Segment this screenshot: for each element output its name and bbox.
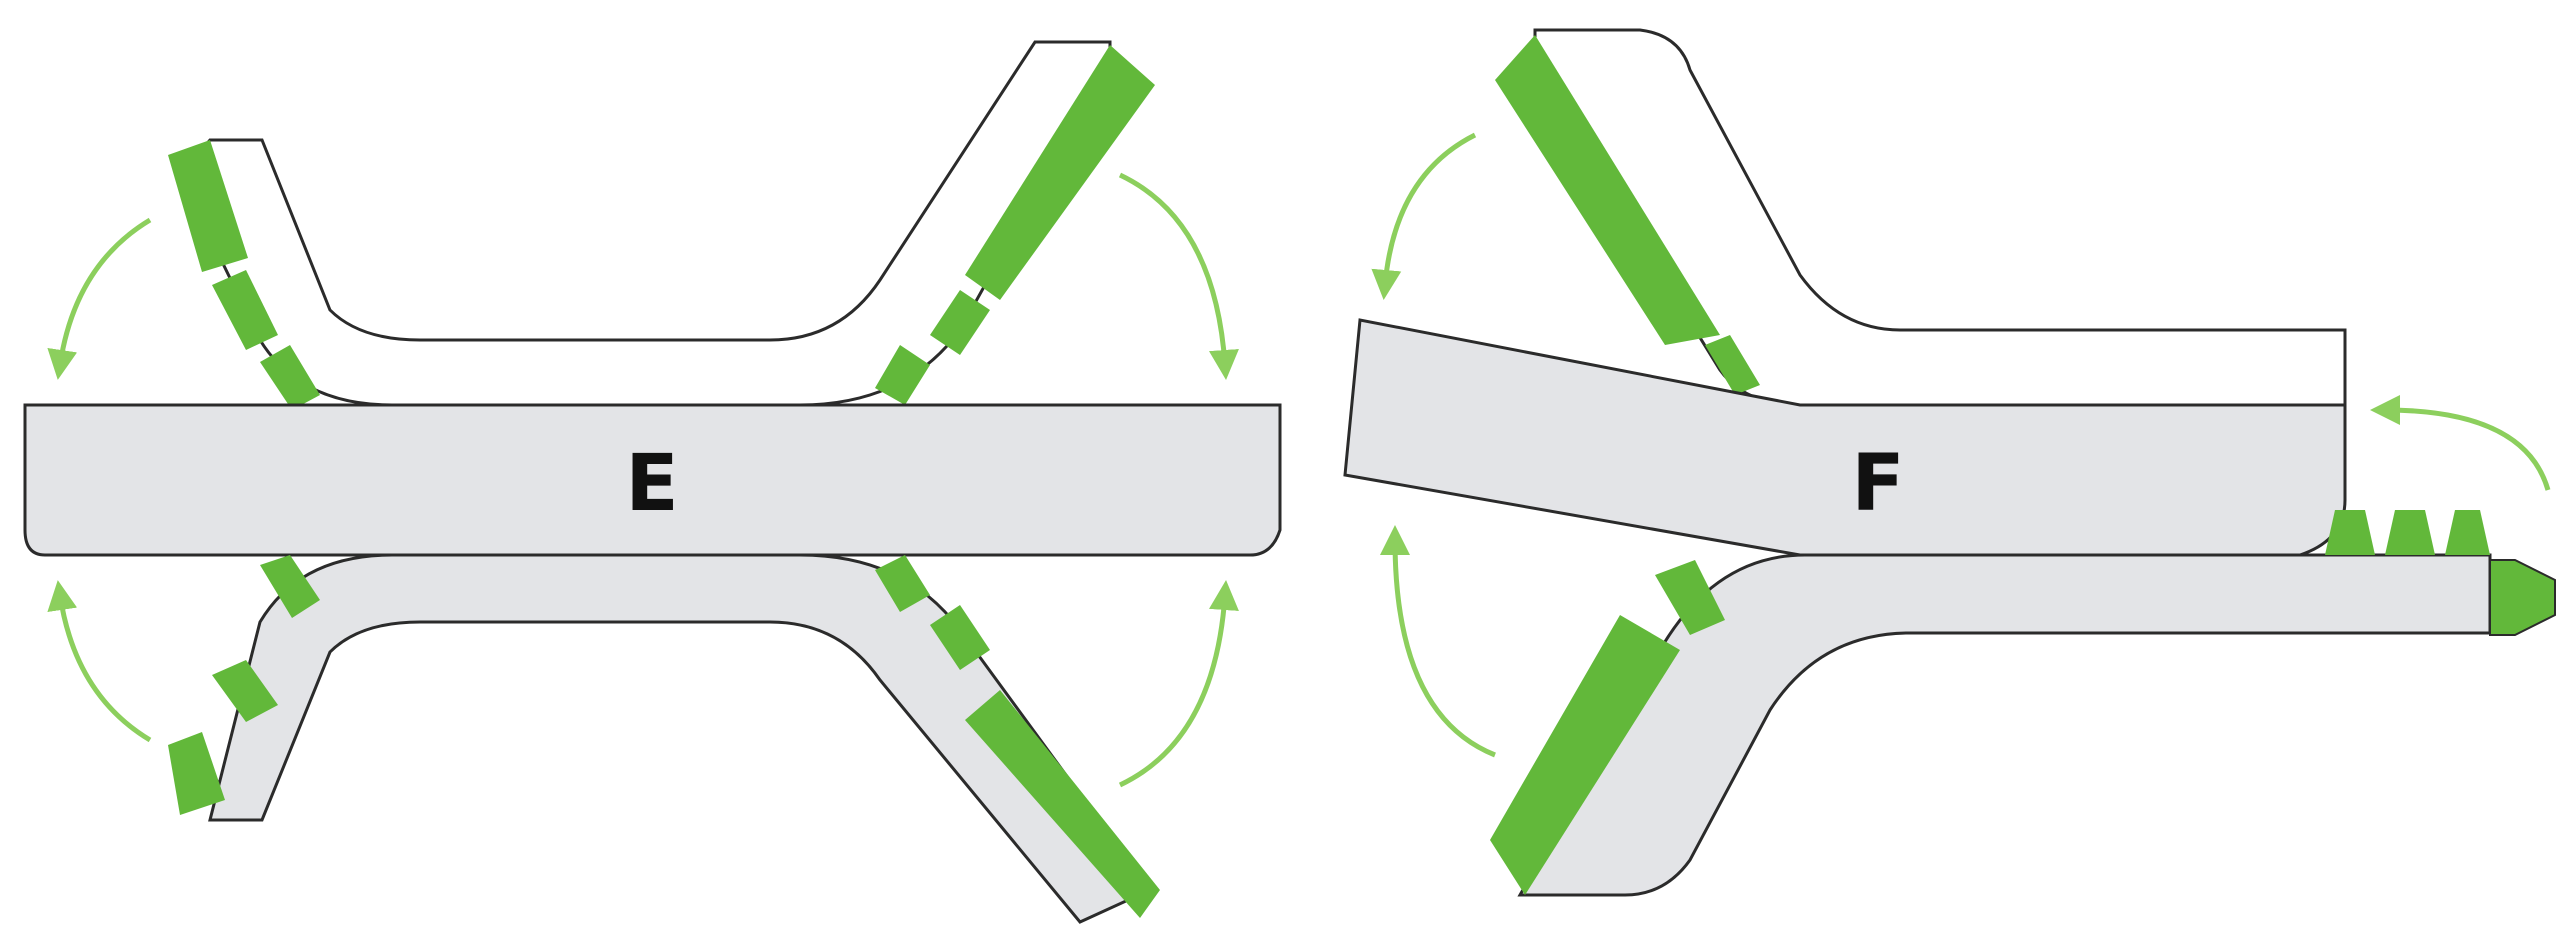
green-block <box>2385 510 2435 555</box>
green-block <box>1490 615 1680 895</box>
green-block <box>930 605 990 670</box>
extension-blocks-f <box>2325 510 2490 555</box>
arrow-right-f <box>2370 395 2551 491</box>
lower-part-f <box>1517 553 2492 897</box>
green-block <box>875 345 930 405</box>
upper-left-blocks-e <box>168 140 320 410</box>
central-plate-e <box>23 403 1282 557</box>
green-block <box>212 660 278 722</box>
arrow-lower-left-f <box>1380 525 1496 758</box>
green-block <box>1495 35 1720 345</box>
panel-e: E <box>23 40 1282 924</box>
green-block <box>168 140 248 272</box>
green-block <box>1655 560 1725 635</box>
green-block <box>260 345 320 410</box>
arrow-lower-left-e <box>47 580 152 743</box>
green-block <box>965 690 1160 918</box>
panel-f: F <box>1343 28 2556 897</box>
lower-right-blocks-e <box>875 555 1160 918</box>
green-block <box>930 290 990 355</box>
upper-part-f <box>1533 28 2347 407</box>
upper-part-e <box>178 40 1112 407</box>
green-block <box>875 555 930 612</box>
green-block <box>168 732 225 815</box>
panel-label-f: F <box>1851 439 1904 529</box>
green-block <box>2325 510 2375 555</box>
green-block <box>212 270 278 350</box>
nozzle-tip-f <box>2489 559 2556 636</box>
green-block <box>1705 335 1760 395</box>
arrow-upper-right-e <box>1118 172 1239 380</box>
upper-right-blocks-e <box>875 45 1155 405</box>
lower-left-blocks-e <box>168 555 320 815</box>
arrow-lower-right-e <box>1118 580 1239 788</box>
arrow-upper-left-e <box>47 217 152 380</box>
green-block <box>2445 510 2490 555</box>
upper-blocks-f <box>1495 35 1760 395</box>
green-block <box>260 555 320 618</box>
panel-label-e: E <box>625 439 678 529</box>
lower-blocks-f <box>1490 560 1725 895</box>
arrow-upper-left-f <box>1371 132 1477 300</box>
green-block <box>965 45 1155 300</box>
